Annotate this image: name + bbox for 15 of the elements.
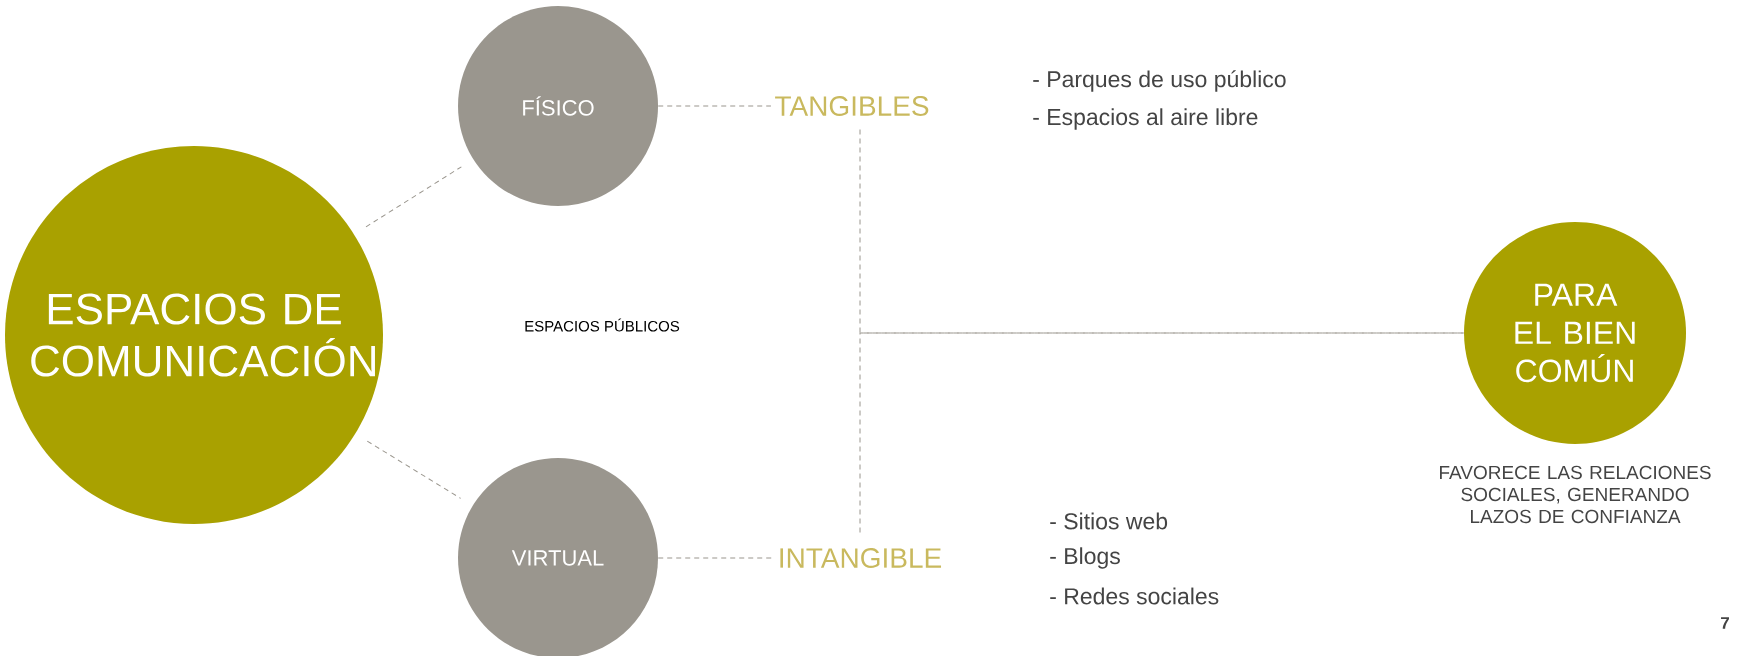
connector-line — [859, 128, 1465, 334]
list-item: - Parques de uso público — [1033, 70, 1286, 92]
connector-line — [365, 166, 462, 228]
category-label: INTANGIBLE — [780, 548, 941, 568]
connector-line — [859, 332, 1465, 534]
connector-line — [366, 440, 462, 499]
list-item: - Blogs — [1050, 547, 1120, 569]
category-label: TANGIBLES — [775, 96, 929, 116]
section-label: ESPACIOS PÚBLICOS — [525, 318, 680, 332]
connector-line — [657, 105, 772, 107]
page-number: 7 — [1721, 617, 1729, 629]
list-item: - Sitios web — [1050, 512, 1168, 530]
node-label: FAVORECE LAS RELACIONES SOCIALES, GENERANDO LAZOS DE CONFIANZA — [1440, 465, 1711, 524]
list-item: - Redes sociales — [1050, 587, 1219, 605]
list-item: - Espacios al aire libre — [1033, 108, 1258, 130]
